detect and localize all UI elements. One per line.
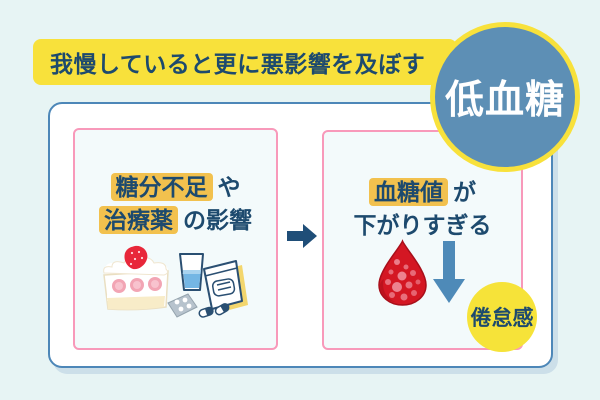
- blood-drop-icon: [376, 239, 429, 307]
- highlight-medication: 治療薬: [99, 206, 178, 234]
- effect-line-1-rest: が: [453, 179, 476, 205]
- shortcake-icon: [103, 245, 169, 311]
- right-arrow-icon: [287, 224, 317, 248]
- sweets-and-medicine-illustration: [98, 243, 253, 325]
- effect-line-1: 血糖値が: [324, 176, 521, 209]
- title-banner: 我慢していると更に悪影響を及ぼす: [33, 39, 457, 85]
- cause-line-1: 糖分不足や: [75, 171, 276, 204]
- highlight-blood-sugar: 血糖値: [369, 178, 448, 206]
- effect-line-2: 下がりすぎる: [353, 212, 492, 238]
- pill-sheet-icon: [167, 293, 198, 318]
- cause-line-1-rest: や: [217, 174, 241, 200]
- hypoglycemia-badge-text: 低血糖: [444, 79, 565, 122]
- hypoglycemia-badge: 低血糖: [430, 22, 580, 172]
- fatigue-badge-text: 倦怠感: [470, 307, 534, 330]
- capsule-icon: [198, 303, 230, 318]
- title-banner-text: 我慢していると更に悪影響を及ぼす: [50, 51, 426, 77]
- cause-line-2: 治療薬の影響: [75, 204, 276, 237]
- highlight-sugar-deficiency: 糖分不足: [110, 173, 213, 201]
- medicine-bag-icon: [203, 260, 248, 313]
- water-glass-icon: [179, 253, 204, 291]
- fatigue-badge: 倦怠感: [467, 282, 537, 352]
- down-arrow-icon: [433, 241, 465, 305]
- cause-line-2-rest: の影響: [183, 207, 252, 233]
